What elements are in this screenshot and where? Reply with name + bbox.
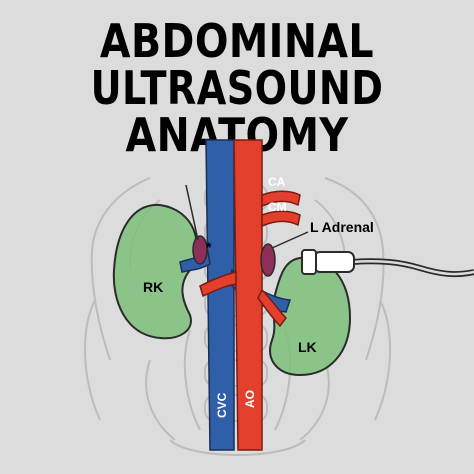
label-asterisk: *: [206, 239, 212, 255]
label-cvc: CVC: [215, 392, 229, 418]
cvc-vessel: [205, 139, 235, 451]
left-adrenal: [260, 243, 276, 277]
title-line-2: ULTRASOUND: [90, 60, 384, 115]
label-l-adrenal: L Adrenal: [310, 219, 374, 235]
asterisk-leader-line: [185, 184, 199, 241]
left-kidney: [269, 256, 352, 377]
title-block: ABDOMINAL ULTRASOUND ANATOMY: [0, 18, 474, 159]
label-ca: CA: [268, 175, 286, 189]
adrenal-leader-line: [271, 231, 309, 249]
aorta-vessel: [233, 139, 263, 451]
right-renal-artery: [199, 271, 237, 298]
label-cm: CM: [268, 200, 287, 214]
cranial-mesenteric-artery: [261, 210, 301, 228]
ultrasound-probe-icon: [301, 249, 474, 278]
left-renal-artery: [257, 288, 287, 328]
label-lk: LK: [298, 339, 317, 355]
right-adrenal: [192, 235, 208, 265]
title-line-1: ABDOMINAL: [99, 14, 375, 68]
celiac-artery: [261, 190, 301, 208]
label-ao: AO: [243, 390, 257, 408]
label-rk: RK: [143, 279, 163, 295]
